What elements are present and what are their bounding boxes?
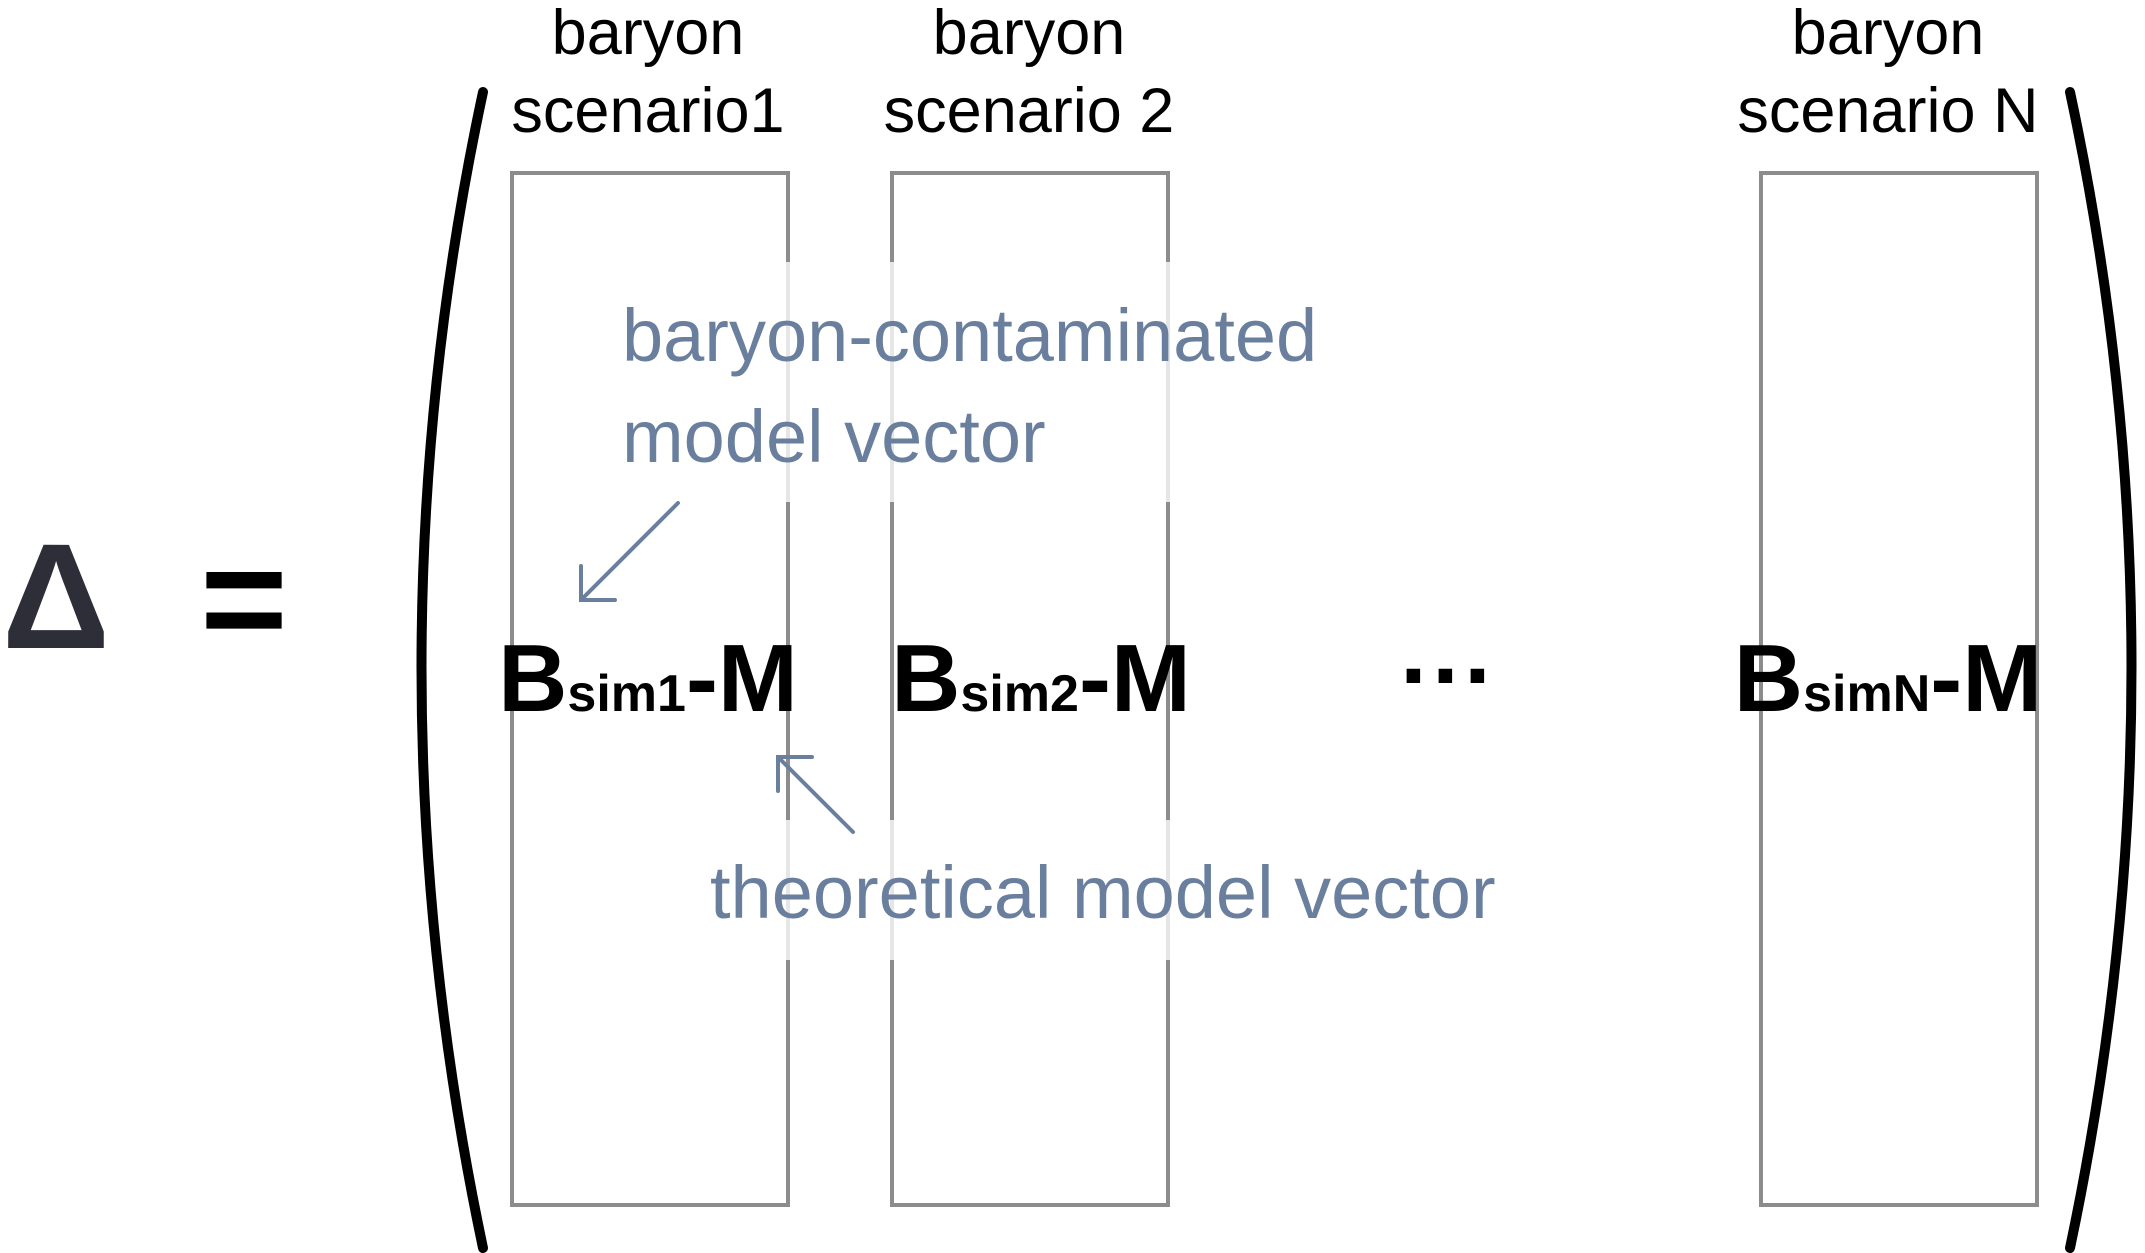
- column-2-vector-main: B: [891, 625, 960, 732]
- column-box-1: [510, 171, 790, 1207]
- column-box-2: [890, 171, 1170, 1207]
- right-bracket: [2065, 87, 2137, 1253]
- column-n-vector-main: B: [1734, 625, 1803, 732]
- delta-symbol: Δ: [2, 512, 110, 680]
- upper-annotation-line2: model vector: [622, 395, 1046, 478]
- column-n-vector-tail: -M: [1930, 625, 2042, 732]
- column-n-header-line2: scenario N: [1737, 76, 2038, 146]
- column-2-vector-sub: sim2: [960, 665, 1079, 723]
- column-2-header-line2: scenario 2: [884, 76, 1175, 146]
- column-2-vector: Bsim2-M: [891, 625, 1191, 732]
- ellipsis: ···: [1400, 622, 1496, 729]
- arrow-to-model-term: [776, 755, 855, 834]
- lower-annotation: theoretical model vector: [710, 851, 1496, 934]
- upper-annotation-backdrop: [612, 262, 1412, 502]
- column-2-vector-tail: -M: [1079, 625, 1191, 732]
- left-bracket: [416, 87, 488, 1253]
- upper-annotation-line1: baryon-contaminated: [622, 294, 1317, 377]
- column-n-vector-sub: simN: [1803, 665, 1930, 723]
- equals-sign: =: [200, 514, 288, 682]
- column-1-header-line1: baryon: [552, 0, 745, 68]
- arrow-to-baryon-term: [579, 501, 680, 602]
- column-box-n: [1759, 171, 2039, 1207]
- column-1-vector-sub: sim1: [567, 665, 686, 723]
- column-1-header-line2: scenario1: [511, 76, 784, 146]
- column-1-vector-main: B: [498, 625, 567, 732]
- lower-annotation-backdrop: [700, 820, 1590, 960]
- column-2-header-line1: baryon: [933, 0, 1126, 68]
- column-1-vector-tail: -M: [686, 625, 798, 732]
- column-1-vector: Bsim1-M: [498, 625, 798, 732]
- column-n-header-line1: baryon: [1792, 0, 1985, 68]
- column-n-vector: BsimN-M: [1734, 625, 2042, 732]
